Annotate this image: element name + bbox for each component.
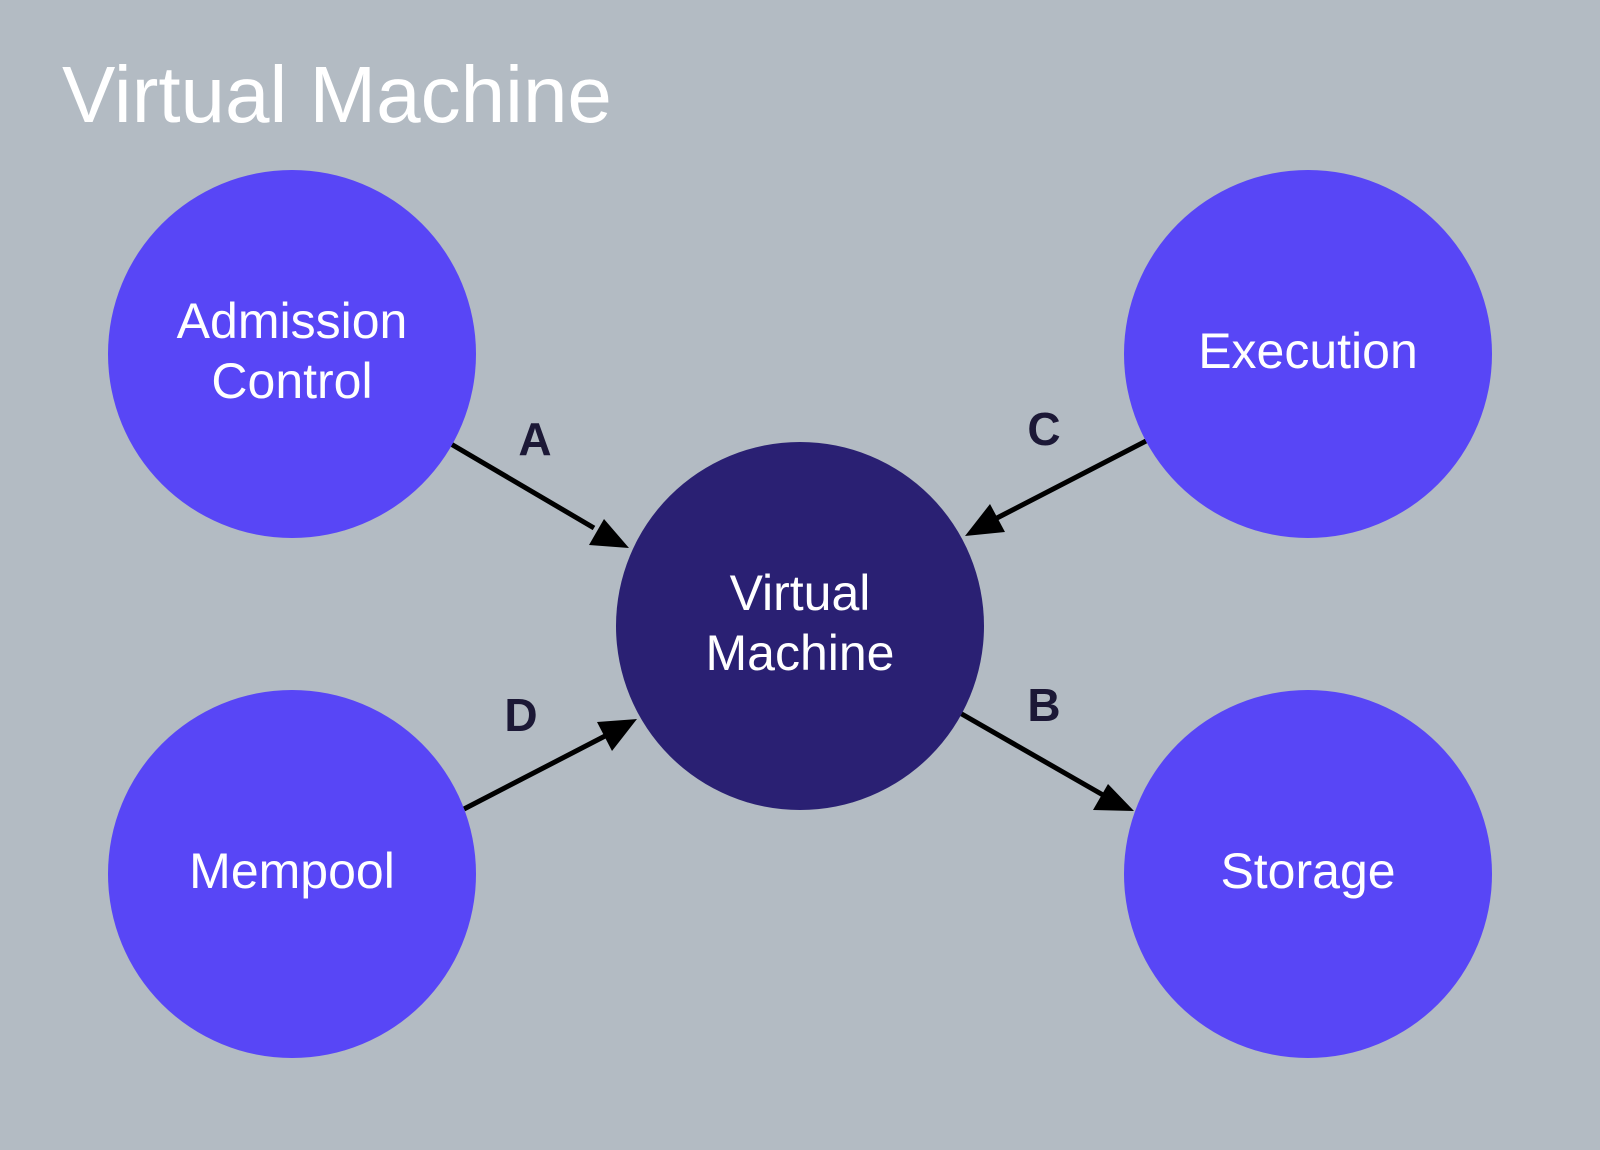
node-virtual-machine-label-line1: Virtual [730, 565, 871, 621]
node-admission-control-label-line2: Control [211, 353, 372, 409]
edge-b-arrowhead [1093, 784, 1134, 811]
node-storage-circle [1124, 690, 1492, 1058]
node-execution: Execution [1124, 170, 1492, 538]
edge-c-arrowhead [965, 504, 1005, 536]
edge-a-label: A [518, 413, 551, 465]
node-virtual-machine: Virtual Machine [616, 442, 984, 810]
node-storage: Storage [1124, 690, 1492, 1058]
edge-c-line [995, 438, 1148, 521]
edge-a-arrowhead [589, 519, 629, 548]
node-mempool-label: Mempool [189, 843, 395, 899]
edge-b-label: B [1027, 679, 1060, 731]
edge-c-label: C [1027, 403, 1060, 455]
node-virtual-machine-label-line2: Machine [706, 625, 895, 681]
edge-d: D [462, 689, 637, 812]
node-admission-control: Admission Control [108, 170, 476, 538]
edge-d-arrowhead [597, 719, 637, 751]
edge-d-label: D [504, 689, 537, 741]
node-storage-label: Storage [1220, 843, 1395, 899]
edge-c: C [965, 403, 1148, 536]
node-mempool: Mempool [108, 690, 476, 1058]
node-mempool-circle [108, 690, 476, 1058]
node-virtual-machine-circle [616, 442, 984, 810]
node-admission-control-label-line1: Admission [177, 293, 408, 349]
edge-d-line [462, 732, 609, 812]
page-title: Virtual Machine [62, 50, 612, 139]
edge-b: B [958, 679, 1134, 811]
edge-b-line [958, 710, 1105, 798]
node-admission-control-circle [108, 170, 476, 538]
node-execution-circle [1124, 170, 1492, 538]
edge-a-line [449, 441, 596, 531]
edge-a: A [449, 413, 629, 548]
node-execution-label: Execution [1198, 323, 1418, 379]
